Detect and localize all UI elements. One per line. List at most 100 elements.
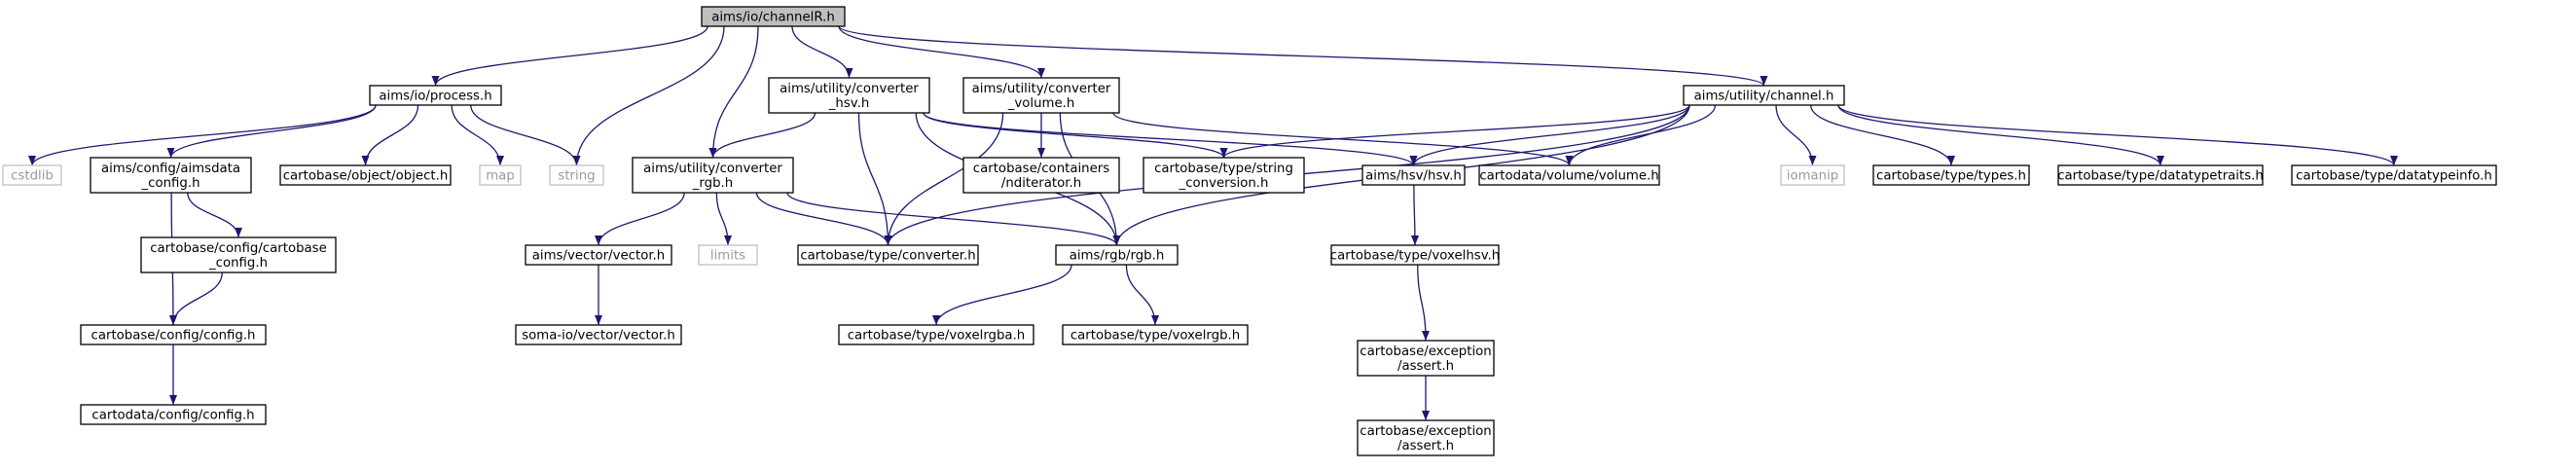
node-channelR[interactable]: aims/io/channelR.h [701,6,846,27]
node-box [1357,340,1495,377]
node-label: aims/utility/channel.h [1694,90,1834,104]
node-label: aims/io/process.h [379,90,491,104]
node-box [1478,164,1660,186]
file-nodes: aims/io/channelR.h aims/io/process.h aims/… [2,6,2497,456]
node-box [2057,164,2264,186]
node-label: iomanip [1787,169,1839,184]
edge-channelR-to-conv_vol [838,25,1045,79]
node-process[interactable]: aims/io/process.h [369,85,502,106]
edge-rgb-to-voxelrgba [932,264,1072,326]
edge-rgb-to-voxelrgb [1125,264,1159,326]
node-label: aims/rgb/rgb.h [1070,249,1165,264]
node-label: cartobase/type/datatypeinfo.h [2296,169,2492,184]
node-channel[interactable]: aims/utility/channel.h [1683,85,1845,106]
node-label: limits [710,249,745,264]
node-label: _config.h [141,176,200,191]
node-soma-vec[interactable]: soma-io/vector/vector.h [515,324,682,345]
node-conv-hsv[interactable]: aims/utility/converter_hsv.h [768,77,930,114]
edge-channelR-to-channel [838,25,1768,87]
edge-aimsdata_cfg-to-cb_cfg [187,192,242,238]
node-vector[interactable]: aims/vector/vector.h [525,244,672,266]
node-box [768,77,930,114]
edge-voxelhsv-to-assert1 [1417,264,1430,342]
node-cfg[interactable]: cartobase/config/config.h [80,324,267,345]
edge-process-to-object [361,104,419,166]
node-label: cartobase/type/datatypetraits.h [2057,169,2264,184]
edge-conv_hsv-to-hsv [923,112,1418,166]
edge-process-to-aimsdata_cfg [166,104,377,159]
node-box [1780,164,1845,186]
edge-conv_hsv-to-strconv [923,112,1228,159]
edge-channelR-to-process [431,25,708,87]
node-conv-vol[interactable]: aims/utility/converter_volume.h [962,77,1120,114]
node-volume[interactable]: cartodata/volume/volume.h [1478,164,1660,186]
node-box [515,324,682,345]
node-aimsdata-cfg[interactable]: aims/config/aimsdata_config.h [90,157,252,194]
node-label: cartobase/type/string [1154,162,1293,176]
node-label: _hsv.h [828,96,870,111]
edge-process-to-cstdlib [28,104,377,166]
node-label: soma-io/vector/vector.h [522,329,675,344]
node-label: cartobase/type/voxelrgb.h [1070,329,1240,344]
node-box [701,6,846,27]
node-converter[interactable]: cartobase/type/converter.h [797,244,979,266]
node-box [2291,164,2497,186]
node-box [479,164,522,186]
node-label: /assert.h [1397,439,1454,453]
edge-process-to-map [451,104,504,166]
node-cb-cfg[interactable]: cartobase/config/cartobase_config.h [140,236,337,273]
node-voxelrgb[interactable]: cartobase/type/voxelrgb.h [1062,324,1249,345]
node-box [962,77,1120,114]
edge-channel-to-types [1809,104,1955,166]
node-label: cartobase/config/cartobase [150,241,327,256]
node-dtraits[interactable]: cartobase/type/datatypetraits.h [2057,164,2264,186]
node-strconv[interactable]: cartobase/type/string_conversion.h [1143,157,1305,194]
node-rgb[interactable]: aims/rgb/rgb.h [1055,244,1179,266]
node-box [1361,164,1466,186]
node-box [698,244,758,266]
node-types[interactable]: cartobase/type/types.h [1872,164,2030,186]
node-box [80,404,267,425]
node-box [279,164,452,186]
node-voxelrgba[interactable]: cartobase/type/voxelrgba.h [838,324,1034,345]
node-assert2[interactable]: cartobase/exception/assert.h [1357,419,1495,456]
node-label: aims/vector/vector.h [532,249,665,264]
node-hsv[interactable]: aims/hsv/hsv.h [1361,164,1466,186]
node-label: cartobase/type/voxelrgba.h [848,329,1025,344]
node-label: cartobase/object/object.h [283,169,449,184]
edge-hsv-to-voxelhsv [1410,184,1419,246]
node-limits: limits [698,244,758,266]
node-label: string [558,169,595,184]
edge-conv_rgb-to-rgb [786,192,1121,246]
node-box [140,236,337,273]
node-object[interactable]: cartobase/object/object.h [279,164,452,186]
node-label: aims/config/aimsdata [101,162,240,176]
edge-conv_rgb-to-vector [595,192,685,246]
node-label: cartobase/type/types.h [1876,169,2026,184]
node-label: aims/utility/converter [780,82,919,96]
node-label: cstdlib [11,169,54,184]
node-voxelhsv[interactable]: cartobase/type/voxelhsv.h [1330,244,1500,266]
node-label: cartobase/exception [1360,344,1491,359]
node-cd-cfg[interactable]: cartodata/config/config.h [80,404,267,425]
node-dtinfo[interactable]: cartobase/type/datatypeinfo.h [2291,164,2497,186]
node-box [80,324,267,345]
node-label: cartobase/config/config.h [91,329,256,344]
node-nditer[interactable]: cartobase/containers/nditerator.h [962,157,1120,194]
node-label: _config.h [208,256,268,271]
node-assert1[interactable]: cartobase/exception/assert.h [1357,340,1495,377]
node-label: _rgb.h [692,176,733,191]
edge-channelR-to-conv_hsv [791,25,853,79]
node-label: cartodata/config/config.h [91,409,254,423]
node-label: cartobase/containers [973,162,1109,176]
edge-conv_hsv-to-conv_rgb [708,112,816,159]
edge-conv_rgb-to-converter [755,192,892,246]
node-label: cartobase/type/voxelhsv.h [1330,249,1500,264]
node-box [369,85,502,106]
node-conv-rgb[interactable]: aims/utility/converter_rgb.h [632,157,794,194]
node-label: aims/utility/converter [643,162,782,176]
edge-channel-to-iomanip [1775,104,1817,166]
node-label: _conversion.h [1179,176,1269,191]
node-box [525,244,672,266]
node-label: cartobase/exception [1360,424,1491,439]
